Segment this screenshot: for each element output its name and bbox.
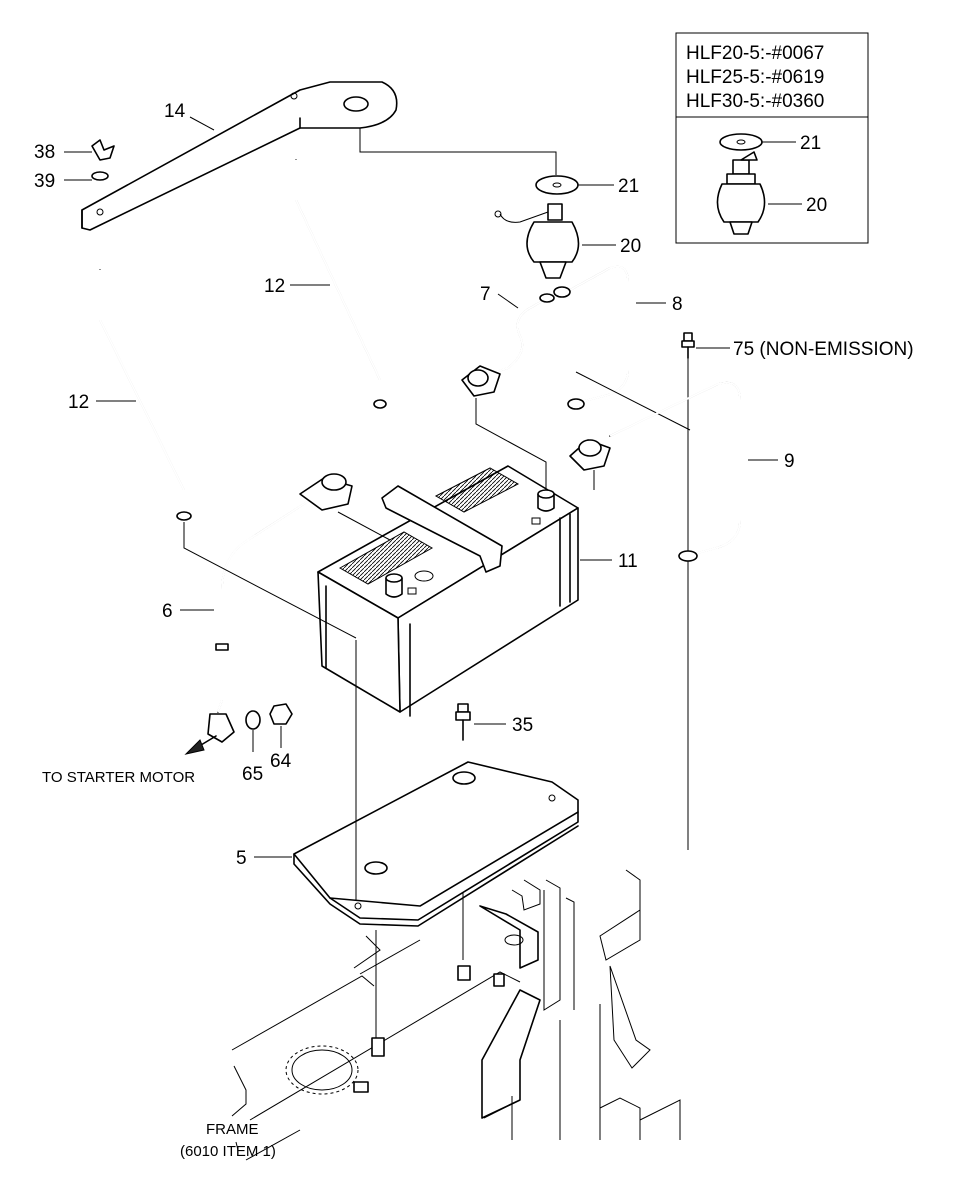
starter-arrow bbox=[184, 735, 217, 755]
callout-5: 5 bbox=[236, 848, 247, 869]
switch-to-battery-cable bbox=[539, 265, 666, 410]
callout-64: 64 bbox=[270, 751, 292, 772]
callout-14: 14 bbox=[164, 101, 186, 122]
callout-12-left: 12 bbox=[68, 392, 89, 413]
callout-11: 11 bbox=[618, 551, 638, 572]
inset-serial-line-2: HLF25-5:-#0619 bbox=[686, 67, 824, 88]
inset-callout-20: 20 bbox=[806, 195, 827, 216]
inset-serial-line-3: HLF30-5:-#0360 bbox=[686, 91, 824, 112]
key-switch-washer bbox=[535, 175, 614, 195]
callout-39: 39 bbox=[34, 171, 55, 192]
inset-box: HLF20-5:-#0067 HLF25-5:-#0619 HLF30-5:-#… bbox=[675, 32, 869, 244]
callout-20: 20 bbox=[620, 236, 641, 257]
ground-cable bbox=[569, 381, 778, 562]
battery-tray bbox=[254, 640, 579, 927]
callout-9: 9 bbox=[784, 451, 795, 472]
to-starter-motor-label: TO STARTER MOTOR bbox=[42, 769, 195, 786]
switch-cable bbox=[461, 293, 549, 397]
washer-65 bbox=[245, 710, 261, 752]
callout-65: 65 bbox=[242, 764, 263, 785]
battery bbox=[317, 465, 612, 717]
inset-serial-line-1: HLF20-5:-#0067 bbox=[686, 43, 824, 64]
wing-nut bbox=[64, 139, 115, 161]
callout-35: 35 bbox=[512, 715, 533, 736]
starter-cable bbox=[180, 473, 391, 743]
washer-39 bbox=[64, 171, 109, 181]
hold-down-bracket bbox=[81, 81, 398, 231]
frame-item-label: (6010 ITEM 1) bbox=[180, 1143, 276, 1160]
callout-8: 8 bbox=[672, 294, 683, 315]
callout-75: 75 (NON-EMISSION) bbox=[733, 339, 914, 360]
inset-key-switch bbox=[716, 151, 802, 235]
hold-down-rod-left bbox=[96, 269, 192, 521]
bolt-75 bbox=[681, 332, 730, 850]
hold-down-rod-right bbox=[290, 159, 387, 409]
key-switch bbox=[494, 203, 616, 279]
callout-6: 6 bbox=[162, 601, 173, 622]
frame bbox=[231, 869, 681, 1161]
callout-21: 21 bbox=[618, 176, 639, 197]
callout-38: 38 bbox=[34, 142, 55, 163]
callout-12-right: 12 bbox=[264, 276, 285, 297]
inset-washer bbox=[719, 133, 796, 151]
frame-label: FRAME bbox=[206, 1121, 259, 1138]
inset-callout-21: 21 bbox=[800, 133, 821, 154]
nut-64 bbox=[269, 703, 293, 748]
callout-7: 7 bbox=[480, 284, 491, 305]
